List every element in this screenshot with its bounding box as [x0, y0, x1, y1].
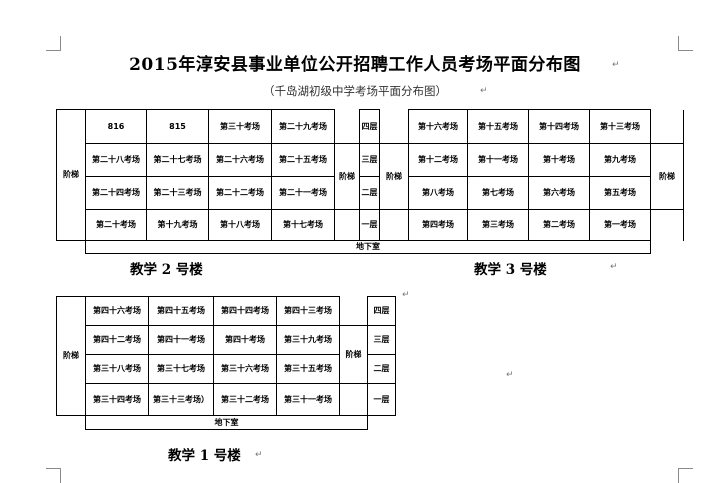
exam-room-cell: 第二十考场 [85, 209, 147, 241]
exam-room-cell: 第三十九考场 [276, 325, 340, 355]
exam-room-cell: 第十二考场 [408, 143, 468, 177]
exam-room-cell: 第四十二考场 [85, 325, 149, 355]
exam-room-cell: 第二十八考场 [85, 143, 147, 177]
floor-label: 三层 [367, 325, 396, 355]
exam-room-cell: 第九考场 [589, 143, 651, 177]
floor-label: 一层 [367, 383, 396, 416]
exam-room-cell: 第三十四考场 [85, 383, 149, 416]
corridor-gap [334, 209, 360, 241]
floor-label: 三层 [359, 143, 380, 177]
building-2-name: 教学 2 号楼 [130, 262, 203, 278]
exam-room-cell: 第四十五考场 [148, 296, 214, 326]
exam-room-cell: 第七考场 [467, 176, 529, 210]
exam-room-cell: 第二十五考场 [271, 143, 335, 177]
corridor-gap [339, 383, 368, 416]
building-3-stairs-right: 阶梯 [650, 143, 684, 210]
building-1-stairs-left: 阶梯 [56, 296, 86, 416]
exam-room-cell: 第三考场 [467, 209, 529, 241]
exam-room-cell: 第十九考场 [146, 209, 209, 241]
building-3-name: 教学 3 号楼 [474, 262, 547, 278]
exam-room-cell: 第十八考场 [208, 209, 272, 241]
spacer [57, 241, 86, 254]
corridor-gap [650, 209, 684, 241]
exam-room-cell: 第二考场 [528, 209, 590, 241]
crop-mark-bottom-right [678, 468, 693, 483]
exam-room-cell: 第二十九考场 [271, 109, 335, 144]
paragraph-mark-icon: ↵ [506, 370, 514, 380]
basement-label: 地下室 [85, 240, 651, 254]
exam-room-cell: 第三十考场 [208, 109, 272, 144]
paragraph-mark-icon: ↵ [610, 262, 618, 272]
exam-room-cell: 第二十四考场 [85, 176, 147, 210]
exam-room-cell: 第二十三考场 [146, 176, 209, 210]
exam-room-cell: 第三十八考场 [85, 354, 149, 384]
exam-room-cell: 第四考场 [408, 209, 468, 241]
exam-room-cell: 第二十六考场 [208, 143, 272, 177]
exam-room-cell: 第四十四考场 [213, 296, 277, 326]
exam-room-cell: 第十七考场 [271, 209, 335, 241]
exam-room-cell: 第三十三考场） [148, 383, 214, 416]
exam-room-cell: 第三十一考场 [276, 383, 340, 416]
crop-mark-top-left [46, 36, 61, 51]
building-2-3-floor-plan: 阶梯 816 815 第三十考场 第二十九考场 四层 第十六考场 第十五考场 第… [56, 109, 684, 254]
paragraph-mark-icon: ↵ [255, 450, 263, 460]
floor-label: 一层 [359, 209, 380, 241]
exam-room-cell: 第四十六考场 [85, 296, 149, 326]
corridor-gap [379, 209, 409, 241]
exam-room-cell: 第三十二考场 [213, 383, 277, 416]
floor-label: 二层 [367, 354, 396, 384]
floor-label: 四层 [367, 296, 396, 326]
paragraph-mark-icon: ↵ [480, 86, 488, 96]
exam-room-cell: 第十五考场 [467, 109, 529, 144]
exam-room-cell: 第十三考场 [589, 109, 651, 144]
crop-mark-bottom-left [46, 468, 61, 483]
exam-room-cell: 第十考场 [528, 143, 590, 177]
floor-label: 四层 [359, 109, 380, 144]
exam-room-cell: 第十一考场 [467, 143, 529, 177]
corridor-gap [334, 109, 360, 144]
crop-mark-top-right [678, 36, 693, 51]
exam-room-cell: 815 [146, 109, 209, 144]
exam-room-cell: 第十四考场 [528, 109, 590, 144]
exam-room-cell: 第五考场 [589, 176, 651, 210]
corridor-gap [650, 109, 684, 144]
exam-room-cell: 第三十六考场 [213, 354, 277, 384]
exam-room-cell: 第四十三考场 [276, 296, 340, 326]
building-1-name: 教学 1 号楼 [168, 448, 241, 464]
exam-room-cell: 第四十考场 [213, 325, 277, 355]
exam-room-cell: 第一考场 [589, 209, 651, 241]
corridor-gap [379, 109, 409, 144]
exam-room-cell: 第二十一考场 [271, 176, 335, 210]
spacer [651, 241, 684, 254]
exam-room-cell: 第十六考场 [408, 109, 468, 144]
exam-room-cell: 第三十五考场 [276, 354, 340, 384]
building-2-stairs-left: 阶梯 [56, 109, 86, 241]
exam-room-cell: 第三十七考场 [148, 354, 214, 384]
page-subtitle: （千岛湖初级中学考场平面分布图） [263, 84, 447, 98]
spacer [57, 416, 86, 430]
exam-room-cell: 第二十二考场 [208, 176, 272, 210]
building-1-floor-plan: 阶梯 第四十六考场 第四十五考场 第四十四考场 第四十三考场 四层 第四十二考场… [56, 296, 396, 430]
building-3-stairs-left: 阶梯 [379, 143, 409, 210]
paragraph-mark-icon: ↵ [402, 290, 410, 300]
exam-room-cell: 第二十七考场 [146, 143, 209, 177]
corridor-gap [339, 296, 368, 326]
floor-label: 二层 [359, 176, 380, 210]
building-2-stairs-right: 阶梯 [334, 143, 360, 210]
exam-room-cell: 第四十一考场 [148, 325, 214, 355]
spacer [368, 416, 396, 430]
page-title: 2015年淳安县事业单位公开招聘工作人员考场平面分布图 [129, 55, 581, 75]
exam-room-cell: 第六考场 [528, 176, 590, 210]
building-1-stairs-right: 阶梯 [339, 325, 368, 384]
paragraph-mark-icon: ↵ [612, 60, 620, 70]
exam-room-cell: 第八考场 [408, 176, 468, 210]
exam-room-cell: 816 [85, 109, 147, 144]
basement-label: 地下室 [85, 415, 368, 430]
